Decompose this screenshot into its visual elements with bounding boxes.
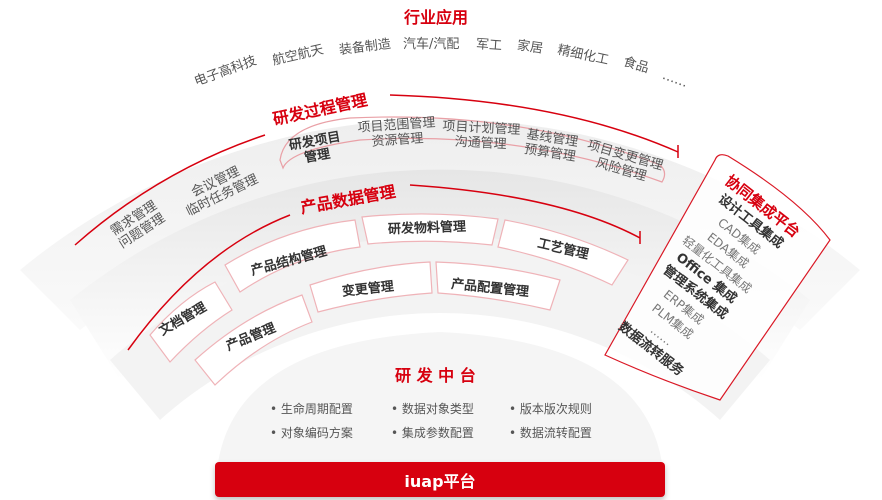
feature-label: 数据对象类型 [401,402,474,416]
feature-label: 集成参数配置 [401,426,474,440]
platform-feature: • 对象编码方案 [270,426,353,440]
rd-platform-title: 研 发 中 台 [395,366,476,385]
rd-group: 项目计划管理 沟通管理 [441,119,521,153]
platform-feature: • 版本版次规则 [509,402,592,416]
platform-feature: • 生命周期配置 [270,402,353,416]
feature-label: 生命周期配置 [280,402,353,416]
rd-process-ring [70,169,810,380]
platform-feature: • 数据对象类型 [391,402,474,416]
iuap-platform-bar: iuap平台 [215,462,665,497]
industry-ring [20,119,860,331]
rd-platform-arc [212,327,668,472]
industry-title: 行业应用 [404,8,469,27]
industry-item: 军工 [475,37,503,54]
feature-label: 版本版次规则 [519,402,592,416]
rd-project-box [279,116,666,183]
platform-feature: • 集成参数配置 [391,426,474,440]
feature-label: 数据流转配置 [519,426,592,440]
feature-label: 对象编码方案 [280,426,353,440]
platform-feature: • 数据流转配置 [509,426,592,440]
industry-item: 汽车/汽配 [403,37,460,52]
rd-group: 项目范围管理 资源管理 [357,115,437,150]
collab-panel [604,154,831,401]
pdm-module[interactable]: 研发物料管理 [387,219,467,238]
